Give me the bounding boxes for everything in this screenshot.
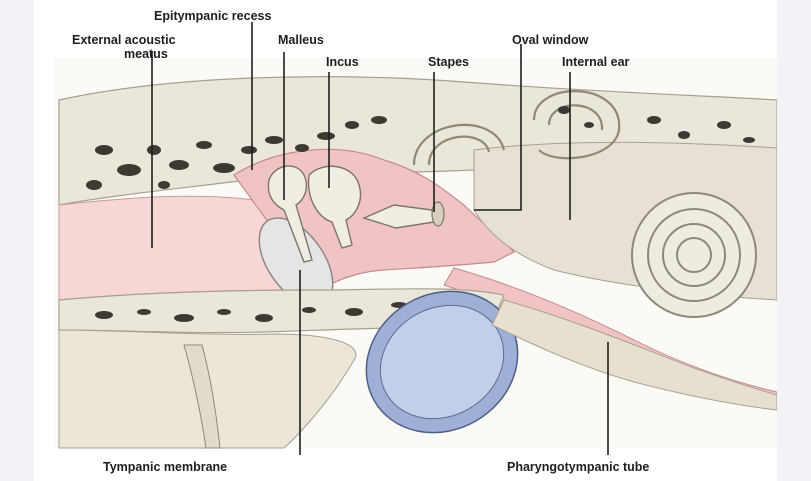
label-external-meatus-line1: External acoustic [72,33,176,47]
label-internal-ear: Internal ear [562,55,630,69]
middle-ear-diagram: Epitympanic recess External acoustic mea… [34,0,777,481]
label-incus: Incus [326,55,359,69]
label-epitympanic-recess: Epitympanic recess [154,9,271,23]
label-tympanic-membrane: Tympanic membrane [103,460,227,474]
label-pharyngotympanic-tube: Pharyngotympanic tube [507,460,649,474]
figure-frame: Epitympanic recess External acoustic mea… [34,0,777,481]
cochlea-spiral [632,193,756,317]
label-stapes: Stapes [428,55,469,69]
label-external-meatus-line2: meatus [124,47,168,61]
label-oval-window: Oval window [512,33,589,47]
label-malleus: Malleus [278,33,324,47]
